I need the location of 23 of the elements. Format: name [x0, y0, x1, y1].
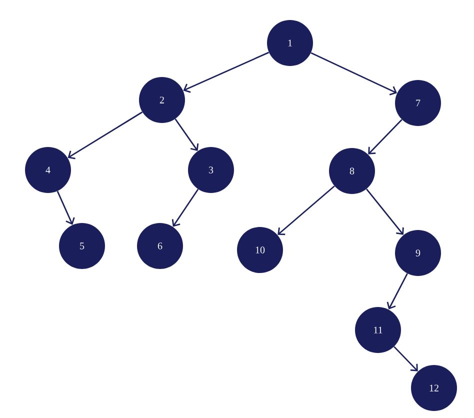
arrow [310, 52, 397, 96]
arrow [366, 188, 404, 235]
tree-node: 12 [411, 365, 457, 411]
tree-node: 11 [355, 307, 401, 353]
tree-node: 2 [139, 77, 185, 123]
arrow [56, 190, 75, 225]
arrow [174, 118, 199, 151]
arrow [394, 346, 418, 372]
tree-node: 6 [137, 223, 183, 269]
tree-node: 9 [395, 230, 441, 276]
arrow [183, 52, 270, 93]
tree-node: 5 [59, 223, 105, 269]
tree-node: 10 [237, 227, 283, 273]
tree-node: 7 [395, 80, 441, 126]
arrow [172, 188, 199, 227]
arrow [68, 112, 143, 160]
arrow [368, 119, 402, 154]
tree-node: 8 [329, 148, 375, 194]
arrow [278, 186, 335, 236]
tree-node: 3 [188, 147, 234, 193]
tree-node: 4 [25, 147, 71, 193]
arrow [386, 273, 408, 310]
tree-node: 1 [267, 20, 313, 66]
